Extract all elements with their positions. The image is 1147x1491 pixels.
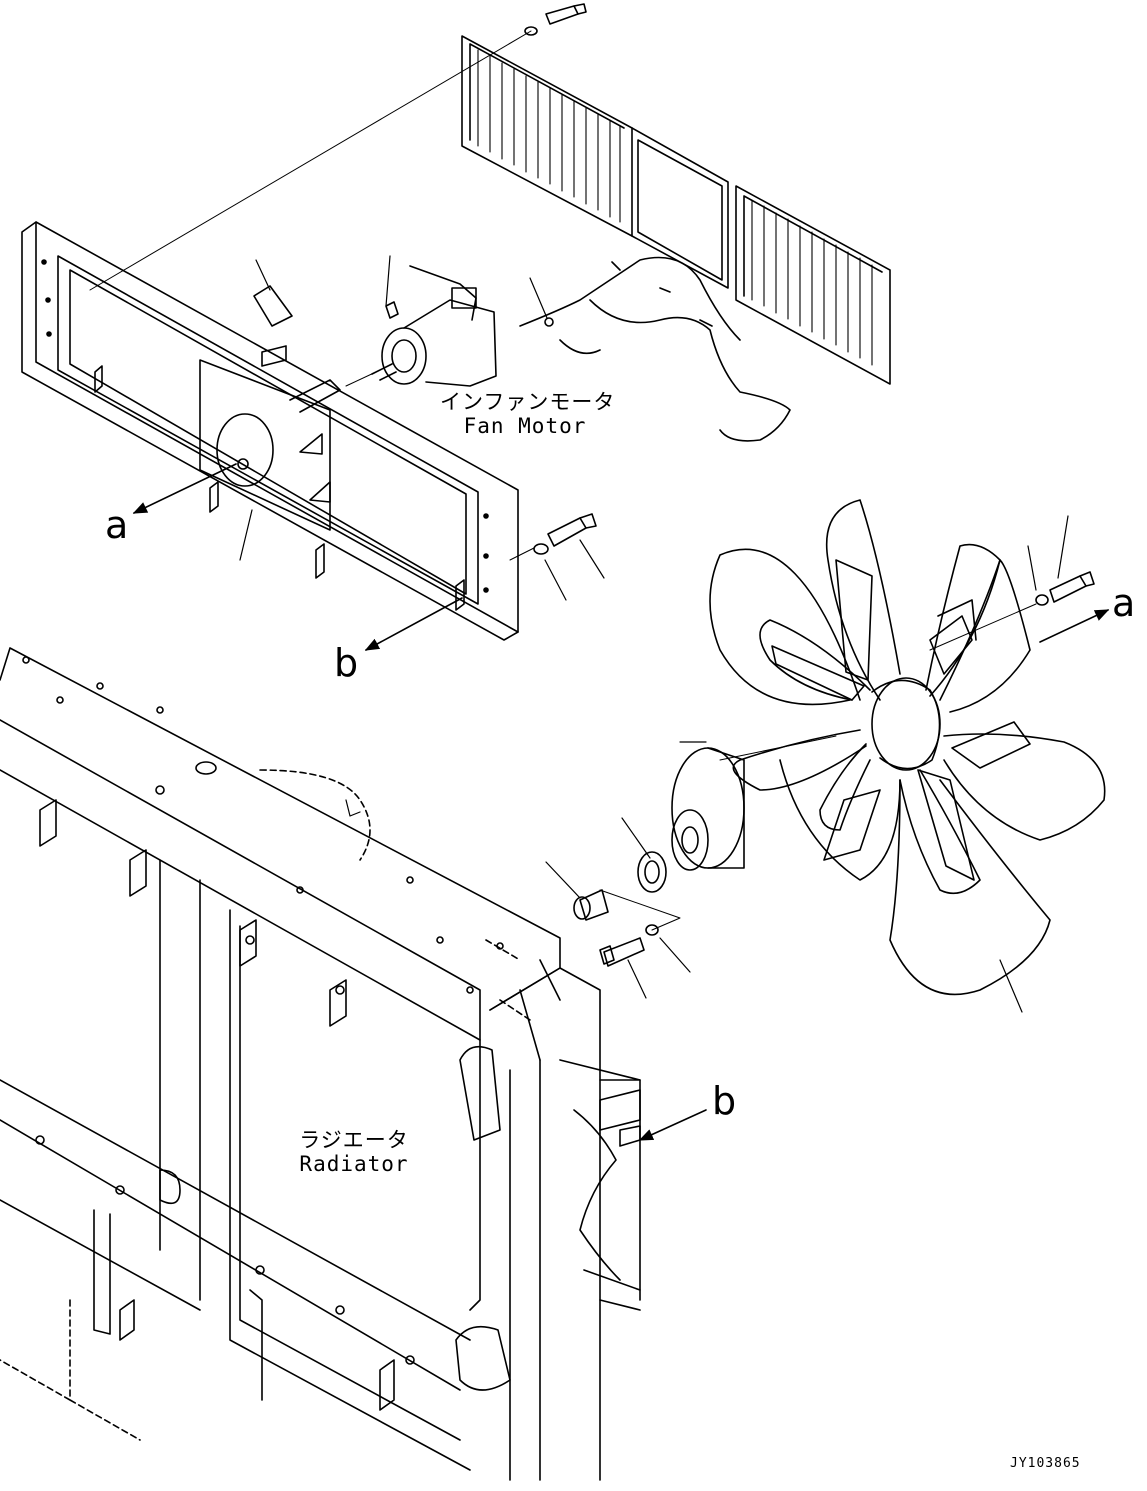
bracket bbox=[253, 259, 293, 327]
wire-harness bbox=[519, 256, 791, 442]
ref-a-left: a bbox=[105, 503, 129, 547]
fan-motor-label: インファンモータ Fan Motor bbox=[440, 390, 616, 438]
radiator-label-en: Radiator bbox=[299, 1152, 409, 1176]
fan-motor-label-en: Fan Motor bbox=[463, 414, 587, 438]
drawing-code: JY103865 bbox=[1010, 1456, 1081, 1471]
arrow-b-left bbox=[364, 597, 463, 651]
shroud-leader bbox=[239, 509, 253, 561]
arrow-a-right bbox=[1039, 609, 1110, 643]
fan-motor-label-jp: インファンモータ bbox=[440, 390, 616, 414]
radiator-label: ラジエータ Radiator bbox=[294, 1128, 414, 1176]
fan-motor bbox=[345, 255, 497, 387]
top-bolt bbox=[89, 3, 587, 291]
cooling-fan bbox=[709, 499, 1106, 996]
arrow-a-left bbox=[132, 463, 237, 514]
fan-adapter bbox=[671, 735, 837, 871]
shroud-bolt bbox=[509, 513, 605, 601]
fan-shroud-frame bbox=[21, 221, 519, 641]
ref-b-left: b bbox=[334, 641, 359, 685]
ref-a-right: a bbox=[1112, 581, 1136, 625]
radiator-label-jp: ラジエータ bbox=[299, 1128, 409, 1152]
ref-b-right: b bbox=[712, 1079, 737, 1123]
nut-washer-bolt bbox=[545, 817, 1023, 1013]
grille-guard bbox=[461, 35, 891, 385]
fan-bolt bbox=[929, 515, 1095, 651]
radiator-assembly bbox=[0, 647, 641, 1481]
arrow-b-right bbox=[638, 1109, 707, 1141]
